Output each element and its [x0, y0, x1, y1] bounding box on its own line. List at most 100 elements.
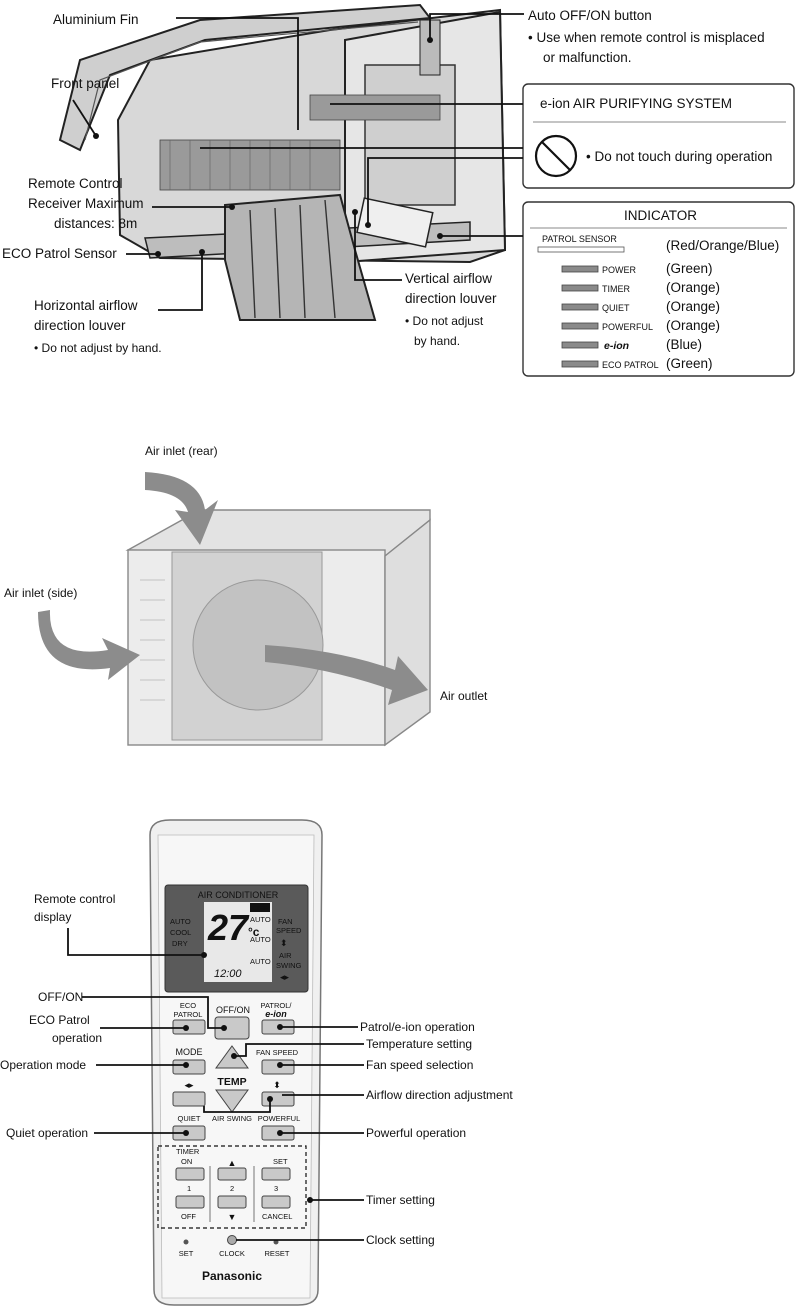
btn-temp-label: TEMP [217, 1076, 246, 1088]
indicator-powerful-label: POWERFUL [602, 322, 653, 332]
display-air: AIR [279, 951, 292, 960]
btn-patrol-label-1: PATROL/ [261, 1001, 293, 1010]
label-vertical-louver-1: Vertical airflow [405, 271, 492, 286]
eion-title: e-ion AIR PURIFYING SYSTEM [540, 96, 732, 111]
small-set-label: SET [179, 1249, 194, 1258]
callout-display-1: Remote control [34, 892, 115, 906]
no-touch-icon [534, 134, 578, 178]
label-vertical-louver-note-1: • Do not adjust [405, 314, 484, 328]
indicator-timer-color: (Orange) [666, 280, 720, 295]
label-eco-sensor: ECO Patrol Sensor [2, 246, 117, 261]
label-horizontal-louver-note: • Do not adjust by hand. [34, 341, 162, 355]
display-header: AIR CONDITIONER [198, 890, 279, 900]
timer-1-label: 1 [187, 1184, 191, 1193]
callout-timer: Timer setting [366, 1193, 435, 1207]
label-auto-button: Auto OFF/ON button [528, 8, 652, 23]
indicator-timer-label: TIMER [602, 284, 630, 294]
timer-on-label: ON [181, 1157, 192, 1166]
display-unit: °c [248, 925, 260, 939]
indicator-power-label: POWER [602, 265, 637, 275]
left-right-arrows-icon: ◂▸ [184, 1080, 194, 1090]
btn-offon-label: OFF/ON [216, 1005, 250, 1015]
label-auto-note-1: • Use when remote control is misplaced [528, 30, 765, 45]
callout-display-2: display [34, 910, 71, 924]
timer-up-button[interactable] [217, 1167, 247, 1181]
label-vertical-louver-2: direction louver [405, 291, 497, 306]
eion-box: e-ion AIR PURIFYING SYSTEM • Do not touc… [522, 83, 795, 189]
eco-patrol-button[interactable] [172, 1019, 206, 1035]
callout-clock: Clock setting [366, 1233, 435, 1247]
patrol-sensor-color: (Red/Orange/Blue) [666, 238, 779, 253]
label-air-inlet-rear: Air inlet (rear) [145, 444, 218, 458]
btn-eco-label-1: ECO [180, 1001, 196, 1010]
btn-patrol-label-2: e-ion [265, 1009, 287, 1019]
callout-op-mode: Operation mode [0, 1058, 86, 1072]
indicator-power-color: (Green) [666, 261, 713, 276]
callout-quiet: Quiet operation [6, 1126, 88, 1140]
callout-fan: Fan speed selection [366, 1058, 473, 1072]
temp-down-button[interactable] [215, 1089, 249, 1113]
timer-section [157, 1145, 307, 1229]
display-mode-auto: AUTO [170, 917, 191, 926]
label-remote-receiver-1: Remote Control [28, 176, 123, 191]
indicator-powerful-color: (Orange) [666, 318, 720, 333]
callout-eco-1: ECO Patrol [29, 1013, 90, 1027]
air-inlet-side-arrow [38, 610, 140, 680]
small-reset-label: RESET [264, 1249, 289, 1258]
up-down-arrows-icon: ⬍ [273, 1080, 281, 1090]
indicator-title: INDICATOR [624, 208, 697, 223]
display-fan: FAN [278, 917, 293, 926]
label-vertical-louver-note-2: by hand. [414, 334, 460, 348]
btn-eco-label-2: PATROL [174, 1010, 203, 1019]
small-clock-label: CLOCK [219, 1249, 245, 1258]
callout-airflow: Airflow direction adjustment [366, 1088, 513, 1102]
label-remote-receiver-2: Receiver Maximum [28, 196, 144, 211]
callout-eco-2: operation [52, 1031, 102, 1045]
timer-label: TIMER [176, 1147, 200, 1156]
timer-down-icon: ▼ [228, 1212, 237, 1222]
label-horizontal-louver-2: direction louver [34, 318, 126, 333]
indicator-quiet-label: QUIET [602, 303, 630, 313]
display-swing: SWING [276, 961, 302, 970]
btn-powerful-label: POWERFUL [258, 1114, 301, 1123]
horizontal-swing-button[interactable] [172, 1091, 206, 1107]
clock-button[interactable] [227, 1235, 237, 1245]
patrol-sensor-label: PATROL SENSOR [542, 234, 617, 244]
timer-3-label: 3 [274, 1184, 278, 1193]
timer-off-label: OFF [181, 1212, 196, 1221]
timer-set-button[interactable] [261, 1167, 291, 1181]
display-auto-3: AUTO [250, 957, 271, 966]
label-aluminium-fin: Aluminium Fin [53, 12, 139, 27]
timer-on-button[interactable] [175, 1167, 205, 1181]
label-air-inlet-side: Air inlet (side) [4, 586, 77, 600]
timer-cancel-label: CANCEL [262, 1212, 292, 1221]
display-mode-dry: DRY [172, 939, 188, 948]
timer-up-icon: ▲ [228, 1158, 237, 1168]
mode-button[interactable] [172, 1059, 206, 1075]
timer-cancel-button[interactable] [261, 1195, 291, 1209]
display-mode-cool: COOL [170, 928, 191, 937]
indicator-ecopatrol-label: ECO PATROL [602, 360, 659, 370]
callout-offon: OFF/ON [38, 990, 83, 1004]
timer-down-button[interactable] [217, 1195, 247, 1209]
btn-quiet-label: QUIET [178, 1114, 201, 1123]
label-air-outlet: Air outlet [440, 689, 488, 703]
timer-off-button[interactable] [175, 1195, 205, 1209]
callout-temp: Temperature setting [366, 1037, 472, 1051]
label-horizontal-louver-1: Horizontal airflow [34, 298, 138, 313]
display-off: OFF [253, 904, 268, 913]
indicator-quiet-color: (Orange) [666, 299, 720, 314]
indicator-ecopatrol-color: (Green) [666, 356, 713, 371]
eion-note: • Do not touch during operation [586, 149, 772, 164]
set-pinhole-button[interactable] [183, 1239, 189, 1245]
btn-fanspeed-label: FAN SPEED [256, 1048, 299, 1057]
timer-2-label: 2 [230, 1184, 234, 1193]
display-swing-arrows-icon: ◂▸ [280, 972, 290, 982]
brand-logo: Panasonic [202, 1269, 262, 1283]
callout-powerful: Powerful operation [366, 1126, 466, 1140]
display-temp: 27 [207, 907, 250, 948]
display-speed: SPEED [276, 926, 302, 935]
label-auto-note-2: or malfunction. [543, 50, 632, 65]
callout-patrol: Patrol/e-ion operation [360, 1020, 475, 1034]
